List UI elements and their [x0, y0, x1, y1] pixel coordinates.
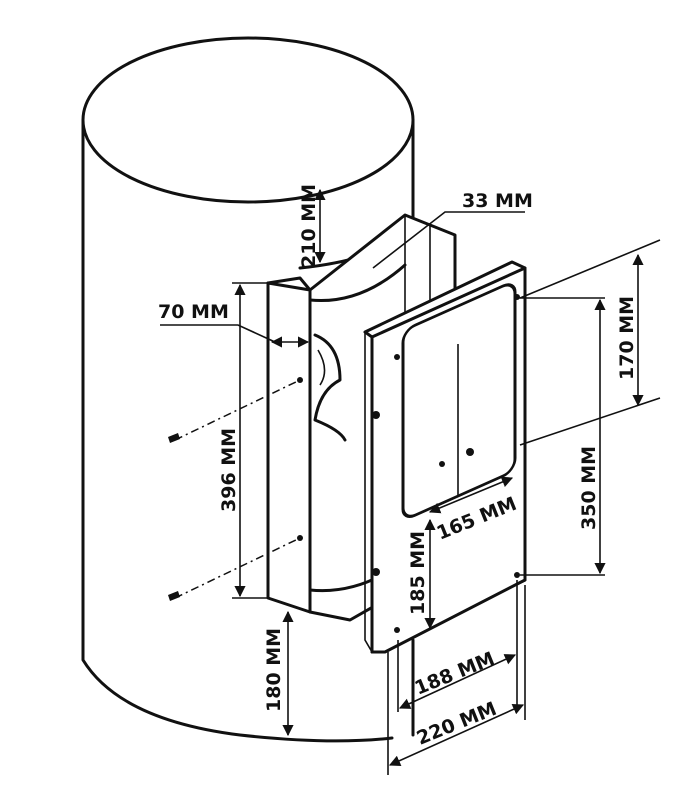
label-185mm: 185 MM: [407, 531, 429, 615]
label-350mm: 350 MM: [578, 446, 600, 530]
label-210mm: 210 MM: [298, 184, 320, 268]
label-188mm: 188 MM: [412, 648, 498, 700]
door-panel: [363, 260, 527, 654]
label-170mm: 170 MM: [616, 296, 638, 380]
cylinder-body: [81, 36, 415, 743]
label-396mm: 396 MM: [218, 428, 240, 512]
screw-icon: [168, 433, 180, 443]
label-220mm: 220 MM: [414, 698, 500, 750]
screw-icon: [168, 591, 180, 601]
label-33mm: 33 MM: [462, 190, 533, 212]
label-180mm: 180 MM: [263, 628, 285, 712]
mounting-screws: [168, 377, 303, 601]
dimension-lines: [160, 188, 661, 775]
label-70mm: 70 MM: [158, 301, 229, 323]
